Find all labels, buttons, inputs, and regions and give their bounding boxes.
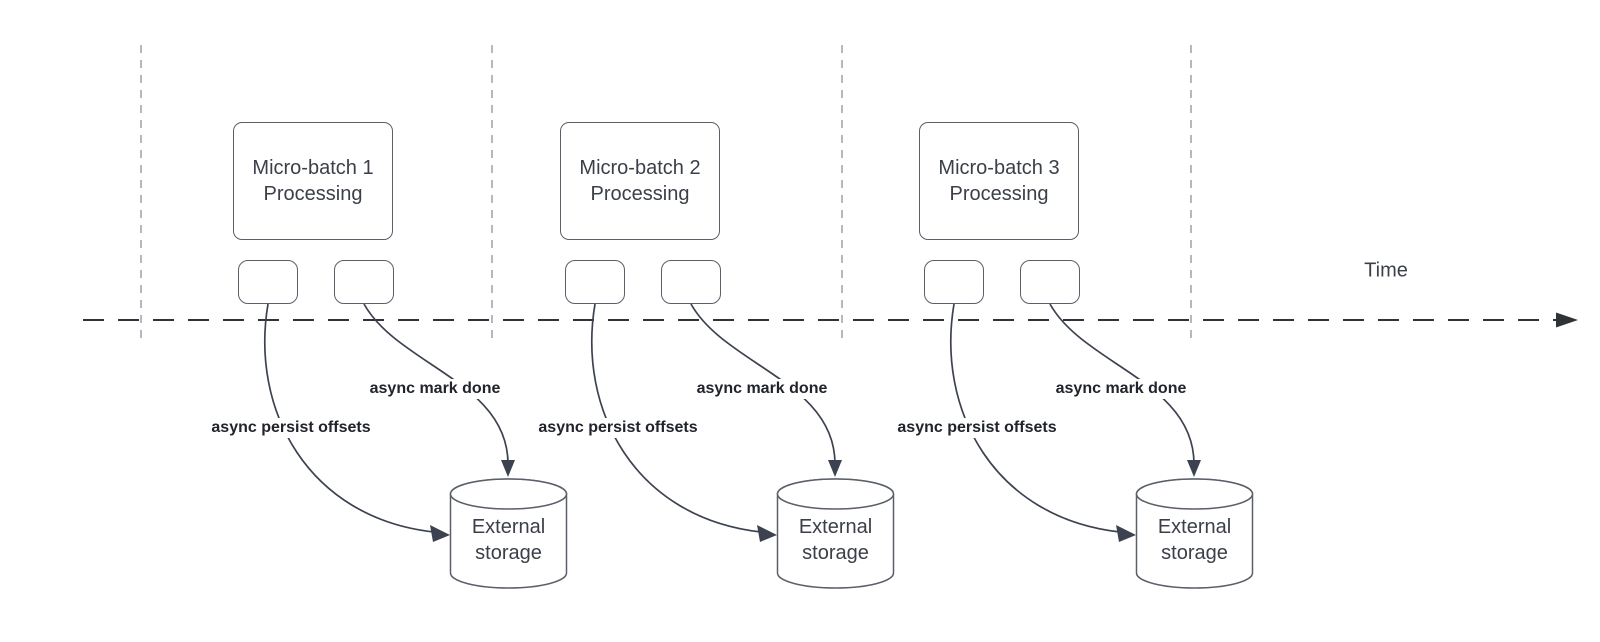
- persist-offsets-task-box: [924, 260, 984, 304]
- cylinder-shape: [776, 478, 895, 589]
- cylinder-shape: [1135, 478, 1254, 589]
- external-storage-label: External storage: [471, 516, 546, 564]
- micro-batch-group: Micro-batch 3 Processing async persist o…: [844, 120, 1304, 610]
- external-storage-cylinder: External storage: [776, 477, 895, 590]
- async-persist-arrowhead: [757, 525, 777, 542]
- micro-batch-group: Micro-batch 2 Processing async persist o…: [485, 120, 945, 610]
- external-storage-label: External storage: [798, 516, 873, 564]
- async-persist-arrowhead: [430, 525, 450, 542]
- async-persist-arrowhead: [1116, 525, 1136, 542]
- mark-done-task-box: [661, 260, 721, 304]
- async-mark-done-label: async mark done: [1052, 379, 1190, 399]
- time-axis-label: Time: [1364, 259, 1408, 282]
- async-mark-done-label: async mark done: [693, 379, 831, 399]
- persist-offsets-task-box: [238, 260, 298, 304]
- micro-batch-box: Micro-batch 1 Processing: [233, 122, 393, 240]
- async-persist-offsets-label: async persist offsets: [208, 418, 374, 438]
- micro-batch-subtitle: Processing: [263, 183, 363, 205]
- mark-done-task-box: [1020, 260, 1080, 304]
- async-mark-done-label: async mark done: [366, 379, 504, 399]
- micro-batch-subtitle: Processing: [949, 183, 1049, 205]
- micro-batch-title: Micro-batch 3: [938, 157, 1060, 179]
- cylinder-shape: [449, 478, 568, 589]
- persist-offsets-task-box: [565, 260, 625, 304]
- external-storage-cylinder: External storage: [449, 477, 568, 590]
- async-persist-offsets-label: async persist offsets: [535, 418, 701, 438]
- time-axis-arrowhead: [1556, 312, 1578, 328]
- micro-batch-title: Micro-batch 2: [579, 157, 701, 179]
- external-storage-label: External storage: [1157, 516, 1232, 564]
- micro-batch-subtitle: Processing: [590, 183, 690, 205]
- micro-batch-box: Micro-batch 2 Processing: [560, 122, 720, 240]
- async-mark-arrowhead: [828, 460, 842, 477]
- external-storage-cylinder: External storage: [1135, 477, 1254, 590]
- async-mark-arrowhead: [1187, 460, 1201, 477]
- micro-batch-box: Micro-batch 3 Processing: [919, 122, 1079, 240]
- micro-batch-title: Micro-batch 1: [252, 157, 374, 179]
- async-persist-offsets-label: async persist offsets: [894, 418, 1060, 438]
- mark-done-task-box: [334, 260, 394, 304]
